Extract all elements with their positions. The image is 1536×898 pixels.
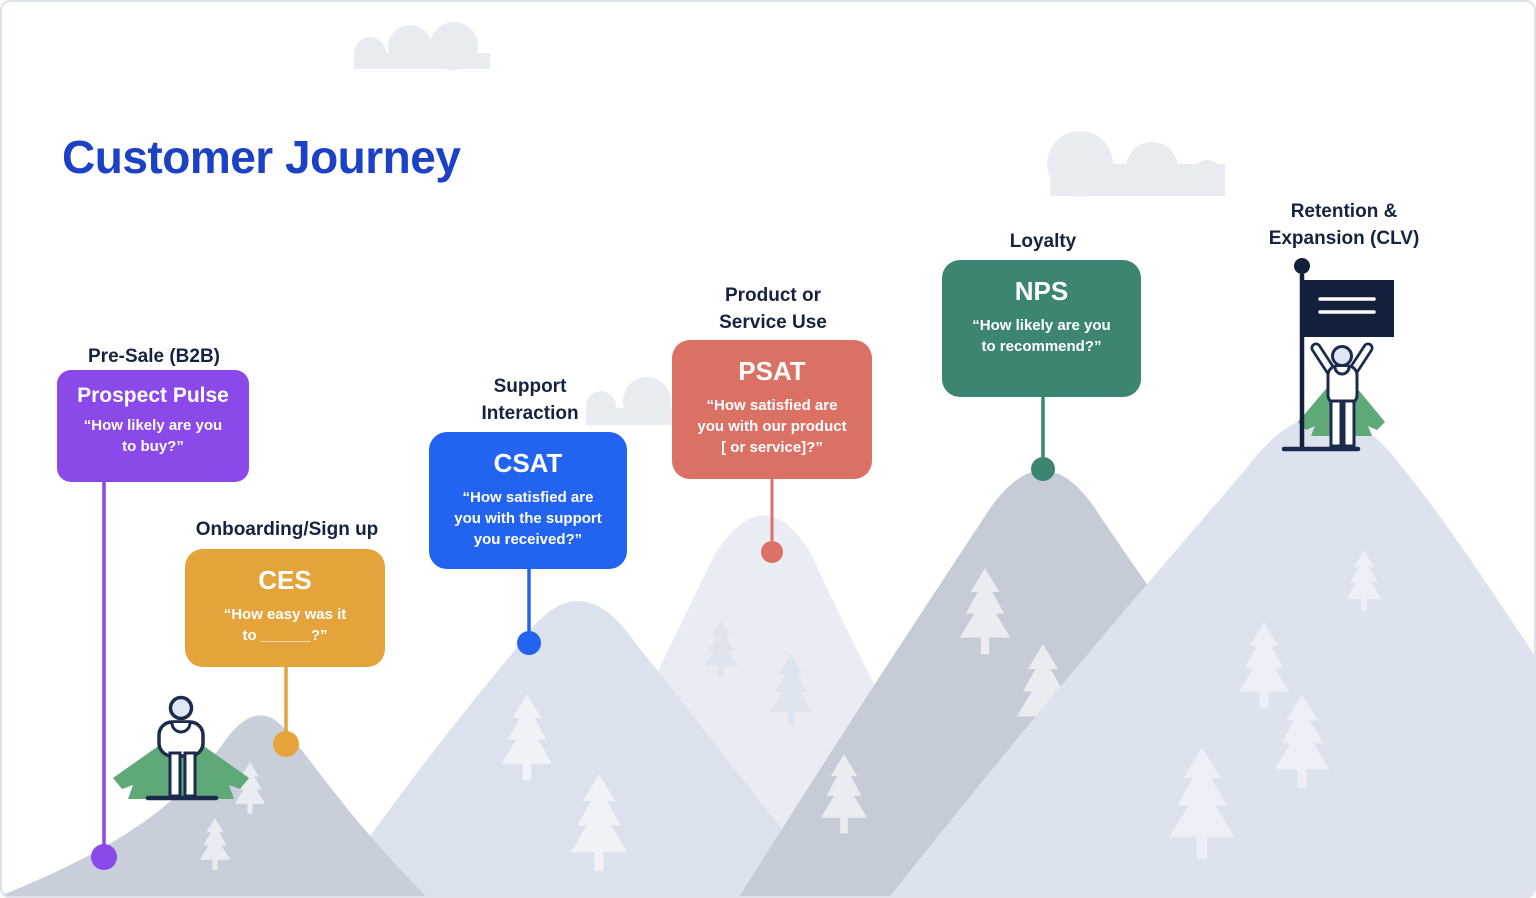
connector-onboarding (273, 667, 299, 757)
metric-name: Prospect Pulse (77, 384, 229, 407)
card-ces[interactable]: CES “How easy was it to ______?” (185, 549, 385, 667)
celebrating-person-icon (1281, 342, 1374, 452)
mountain-support (326, 601, 837, 896)
connector-product (761, 479, 783, 563)
card-prospect-pulse[interactable]: Prospect Pulse “How likely are you to bu… (57, 370, 249, 482)
hiker-collar (170, 722, 192, 734)
metric-question: “How likely are you to recommend?” (972, 317, 1111, 355)
hiker-leg-right (183, 751, 197, 798)
cloud-top-left (354, 22, 490, 70)
connector-loyalty (1031, 397, 1055, 481)
milestone-dot-onboarding (273, 731, 299, 757)
stage-label-loyalty: Loyalty (1009, 231, 1077, 252)
hill-presale (2, 715, 427, 896)
stage-label-product: Product or Service Use (719, 285, 827, 333)
hiker-head (168, 695, 194, 721)
metric-question: “How easy was it to ______?” (223, 606, 347, 644)
stage-label-presale: Pre-Sale (B2B) (88, 346, 220, 367)
milestone-dot-loyalty (1031, 457, 1055, 481)
card-csat[interactable]: CSAT “How satisfied are you with the sup… (429, 432, 627, 569)
metric-question: “How satisfied are you with the support … (454, 489, 602, 548)
stage-label-onboarding: Onboarding/Sign up (195, 519, 379, 540)
connector-presale (91, 482, 117, 870)
flag-icon (1304, 280, 1394, 337)
summit-group (1281, 258, 1394, 452)
page-title: Customer Journey (62, 131, 461, 183)
milestone-dot-support (517, 631, 541, 655)
metric-name: CES (258, 565, 312, 595)
mountain-retention (890, 415, 1534, 896)
hiker-icon (113, 695, 249, 801)
connector-support (517, 569, 541, 655)
metric-question: “How likely are you to buy?” (83, 417, 223, 455)
stage-label-retention: Retention & Expansion (CLV) (1268, 201, 1420, 249)
milestone-dot-presale (91, 844, 117, 870)
stage-label-support: Support Interaction (481, 376, 579, 424)
card-psat[interactable]: PSAT “How satisfied are you with our pro… (672, 340, 872, 479)
milestone-dot-product (761, 541, 783, 563)
hiker-leg-left (168, 751, 182, 798)
metric-question: “How satisfied are you with our product … (697, 397, 847, 456)
flag-pole-ball (1294, 258, 1310, 274)
metric-name: CSAT (493, 448, 563, 478)
metric-name: NPS (1014, 276, 1069, 306)
metric-name: PSAT (738, 356, 806, 386)
cloud-top-right (1047, 131, 1225, 197)
card-nps[interactable]: NPS “How likely are you to recommend?” (942, 260, 1141, 397)
